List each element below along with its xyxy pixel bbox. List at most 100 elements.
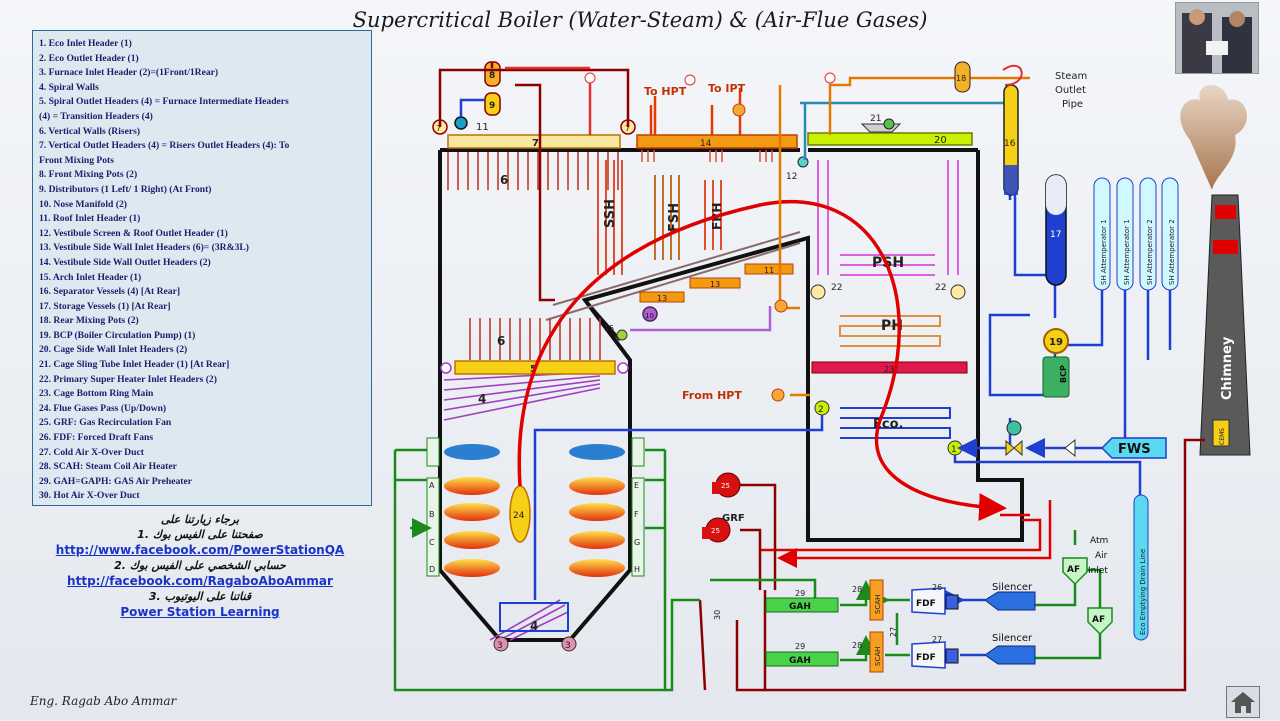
label-22-left: 22 (831, 283, 842, 293)
legend-item: 24. Flue Gases Pass (Up/Down) (39, 402, 167, 414)
label-eco: Eco. (873, 417, 903, 432)
page-title: Supercritical Boiler (Water-Steam) & (Ai… (352, 8, 928, 32)
fdf-upper (911, 587, 946, 615)
label-eco-drain: Eco Emptying Drain Line (1139, 549, 1147, 635)
label-3-front: 3 (497, 641, 503, 651)
legend-item: 23. Cage Bottom Ring Main (39, 388, 154, 400)
home-button[interactable] (1226, 686, 1260, 718)
label-scah-upper: SCAH (874, 595, 882, 614)
vestibule-side-wall-outlet-header (636, 134, 798, 149)
psh-coils (817, 160, 959, 276)
roof-inlet-header (454, 116, 468, 130)
legend-item: 11. Roof Inlet Header (1) (39, 213, 141, 225)
label-af-upper: AF (1067, 565, 1080, 575)
sh-att-label-3: SH Attemperator 2 (1146, 219, 1154, 285)
label-to-hpt: To HPT (644, 85, 687, 98)
label-af-lower: AF (1092, 615, 1105, 625)
arch-inlet-header (616, 329, 628, 341)
legend-item: 18. Rear Mixing Pots (2) (39, 315, 139, 327)
label-gah-lower: GAH (789, 656, 811, 666)
label-11: 11 (476, 122, 489, 133)
burner-label-f: F (634, 510, 639, 519)
silencer-upper (984, 591, 1036, 611)
label-20: 20 (934, 135, 947, 146)
psh-inlet-header-left (810, 284, 826, 300)
credit-item-2: 2. حسابي الشخصي على الفيس بوك (114, 559, 286, 572)
label-4-upper: 4 (478, 392, 486, 406)
legend-item: 17. Storage Vessels (1) [At Rear] (39, 300, 171, 312)
label-bcp: BCP (1059, 365, 1068, 383)
silencer-lower (984, 645, 1036, 665)
fsh-coils (654, 175, 680, 260)
vestibule-inlet-header-a (639, 291, 685, 303)
ph-coils (839, 315, 941, 347)
label-7: 7 (532, 138, 539, 149)
chimney (1180, 85, 1251, 456)
label-8: 8 (489, 71, 495, 81)
youtube-channel-link[interactable]: Power Station Learning (120, 605, 280, 619)
sh-att-label-4: SH Attemperator 2 (1168, 219, 1176, 285)
sh-att-label-1: SH Attemperator 1 (1100, 219, 1108, 285)
legend-item: 26. FDF: Forced Draft Fans (39, 432, 154, 444)
label-2: 2 (818, 405, 824, 415)
ipt-outlet-node (732, 103, 746, 117)
legend-box: 1. Eco Inlet Header (1)2. Eco Outlet Hea… (32, 30, 372, 506)
label-psh: PSH (872, 255, 904, 271)
legend-item: 5. Spiral Outlet Headers (4) = Furnace I… (39, 96, 289, 108)
label-gah-upper: GAH (789, 602, 811, 612)
sh-att-label-2: SH Attemperator 1 (1123, 219, 1131, 285)
label-from-hpt: From HPT (682, 389, 742, 402)
label-17: 17 (1050, 230, 1061, 240)
eco-emptying-drain-line (1133, 494, 1149, 641)
label-3-rear: 3 (565, 641, 571, 651)
legend-item: 21. Cage Sling Tube Inlet Header (1) [At… (39, 359, 230, 371)
presenter-photo (1175, 2, 1259, 74)
label-19: 19 (1049, 337, 1063, 348)
cage-side-wall-inlet-header (807, 132, 973, 146)
label-chimney: Chimney (1220, 336, 1235, 400)
label-13-a: 13 (657, 294, 667, 303)
front-mixing-pot (484, 61, 501, 87)
people-photo-icon (1176, 3, 1258, 73)
burners-right: E F G H (569, 437, 645, 577)
furnace-inlet-header-front (493, 636, 509, 652)
legend-item: 14. Vestibule Side Wall Outlet Headers (… (39, 256, 211, 268)
feed-water-supply (1100, 437, 1167, 459)
burner-label-a: A (429, 481, 435, 490)
sh-attemperators: SH Attemperator 1 SH Attemperator 1 SH A… (1093, 177, 1179, 291)
label-6-upper: 6 (500, 173, 508, 187)
cage-sling-tube-inlet-header (883, 118, 895, 130)
bcp-motor (1042, 356, 1070, 398)
legend-item: 15. Arch Inlet Header (1) (39, 271, 142, 283)
storage-vessel (1045, 174, 1067, 286)
legend-item: 6. Vertical Walls (Risers) (39, 125, 141, 137)
feed-control-valve (1005, 439, 1023, 457)
facebook-profile-link[interactable]: http://facebook.com/RagaboAboAmmar (67, 574, 333, 588)
label-25-b: 25 (711, 527, 720, 535)
label-scah-lower: SCAH (874, 647, 882, 666)
label-12: 12 (786, 172, 797, 182)
legend-item: Front Mixing Pots (39, 154, 114, 166)
air-gas-ducts (393, 438, 1205, 692)
vertical-walls-risers (447, 152, 619, 360)
scah-lower (869, 631, 884, 673)
legend-item: 27. Cold Air X-Over Duct (39, 446, 144, 458)
furnace-inlet-header-rear (561, 636, 577, 652)
legend-item: 2. Eco Outlet Header (1) (39, 52, 139, 64)
label-15: 15 (604, 324, 614, 333)
label-24: 24 (513, 511, 525, 521)
visit-text: برجاء زيارتنا على (160, 513, 240, 526)
credit-item-3: 3. قناتنا على اليوتيوب (148, 590, 252, 603)
steam-outlet-line-2: Outlet (1055, 85, 1086, 96)
label-21: 21 (870, 114, 881, 124)
label-ssh: SSH (603, 199, 618, 228)
cage-bottom-ring-main (811, 361, 968, 374)
legend-item: 25. GRF: Gas Recirculation Fan (39, 417, 172, 429)
economizer-coils (840, 407, 951, 439)
air-filter-lower (1087, 607, 1113, 636)
grf-fans (702, 472, 741, 543)
facebook-page-link[interactable]: http://www.facebook.com/PowerStationQA (55, 543, 345, 557)
furnace (438, 148, 1024, 642)
label-7-left-pot: 7 (436, 124, 441, 133)
